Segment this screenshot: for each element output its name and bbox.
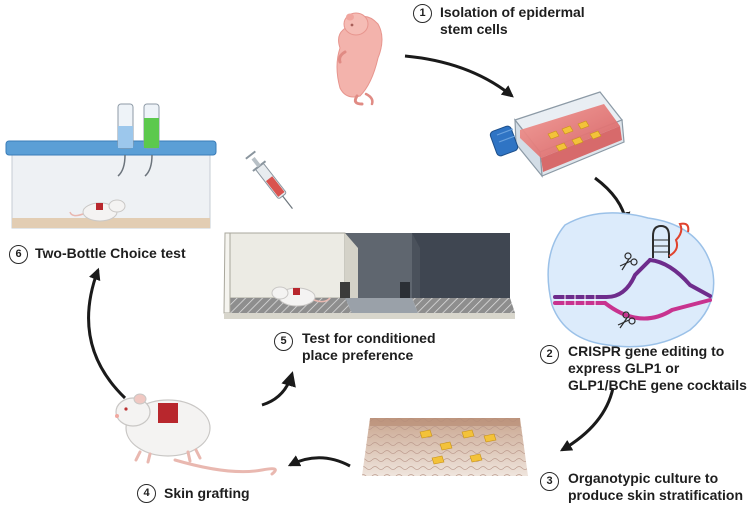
place-preference-box-icon [223,232,515,319]
arrow-1-to-2 [404,54,514,98]
step-2-label: CRISPR gene editing to express GLP1 or G… [568,343,747,393]
scissors-icon [617,252,638,329]
step-3-label: Organotypic culture to produce skin stra… [568,470,744,503]
culture-flask-icon [489,91,625,178]
arrow-2-to-3 [559,387,615,452]
two-bottle-cage-icon [5,103,217,229]
skin-culture-icon [362,418,528,476]
step-5-number: 5 [274,332,293,351]
step-5-label: Test for conditioned place preference [302,330,436,363]
step-1-number: 1 [413,4,432,23]
step-6-label: Two-Bottle Choice test [35,245,186,261]
newborn-mouse-icon [336,12,383,106]
step-4-number: 4 [137,484,156,503]
crispr-cell-icon [547,212,715,348]
step-6-number: 6 [9,245,28,264]
step-2-number: 2 [540,345,559,364]
arrow-4-to-5 [261,371,296,407]
arrow-4-to-6 [87,267,127,400]
mouse-with-graft-icon [115,393,277,476]
arrow-3-to-4 [287,455,351,468]
syringe-icon [245,150,293,210]
step-1-label: Isolation of epidermal stem cells [440,4,585,37]
step-3-number: 3 [540,472,559,491]
step-4-label: Skin grafting [164,485,250,501]
